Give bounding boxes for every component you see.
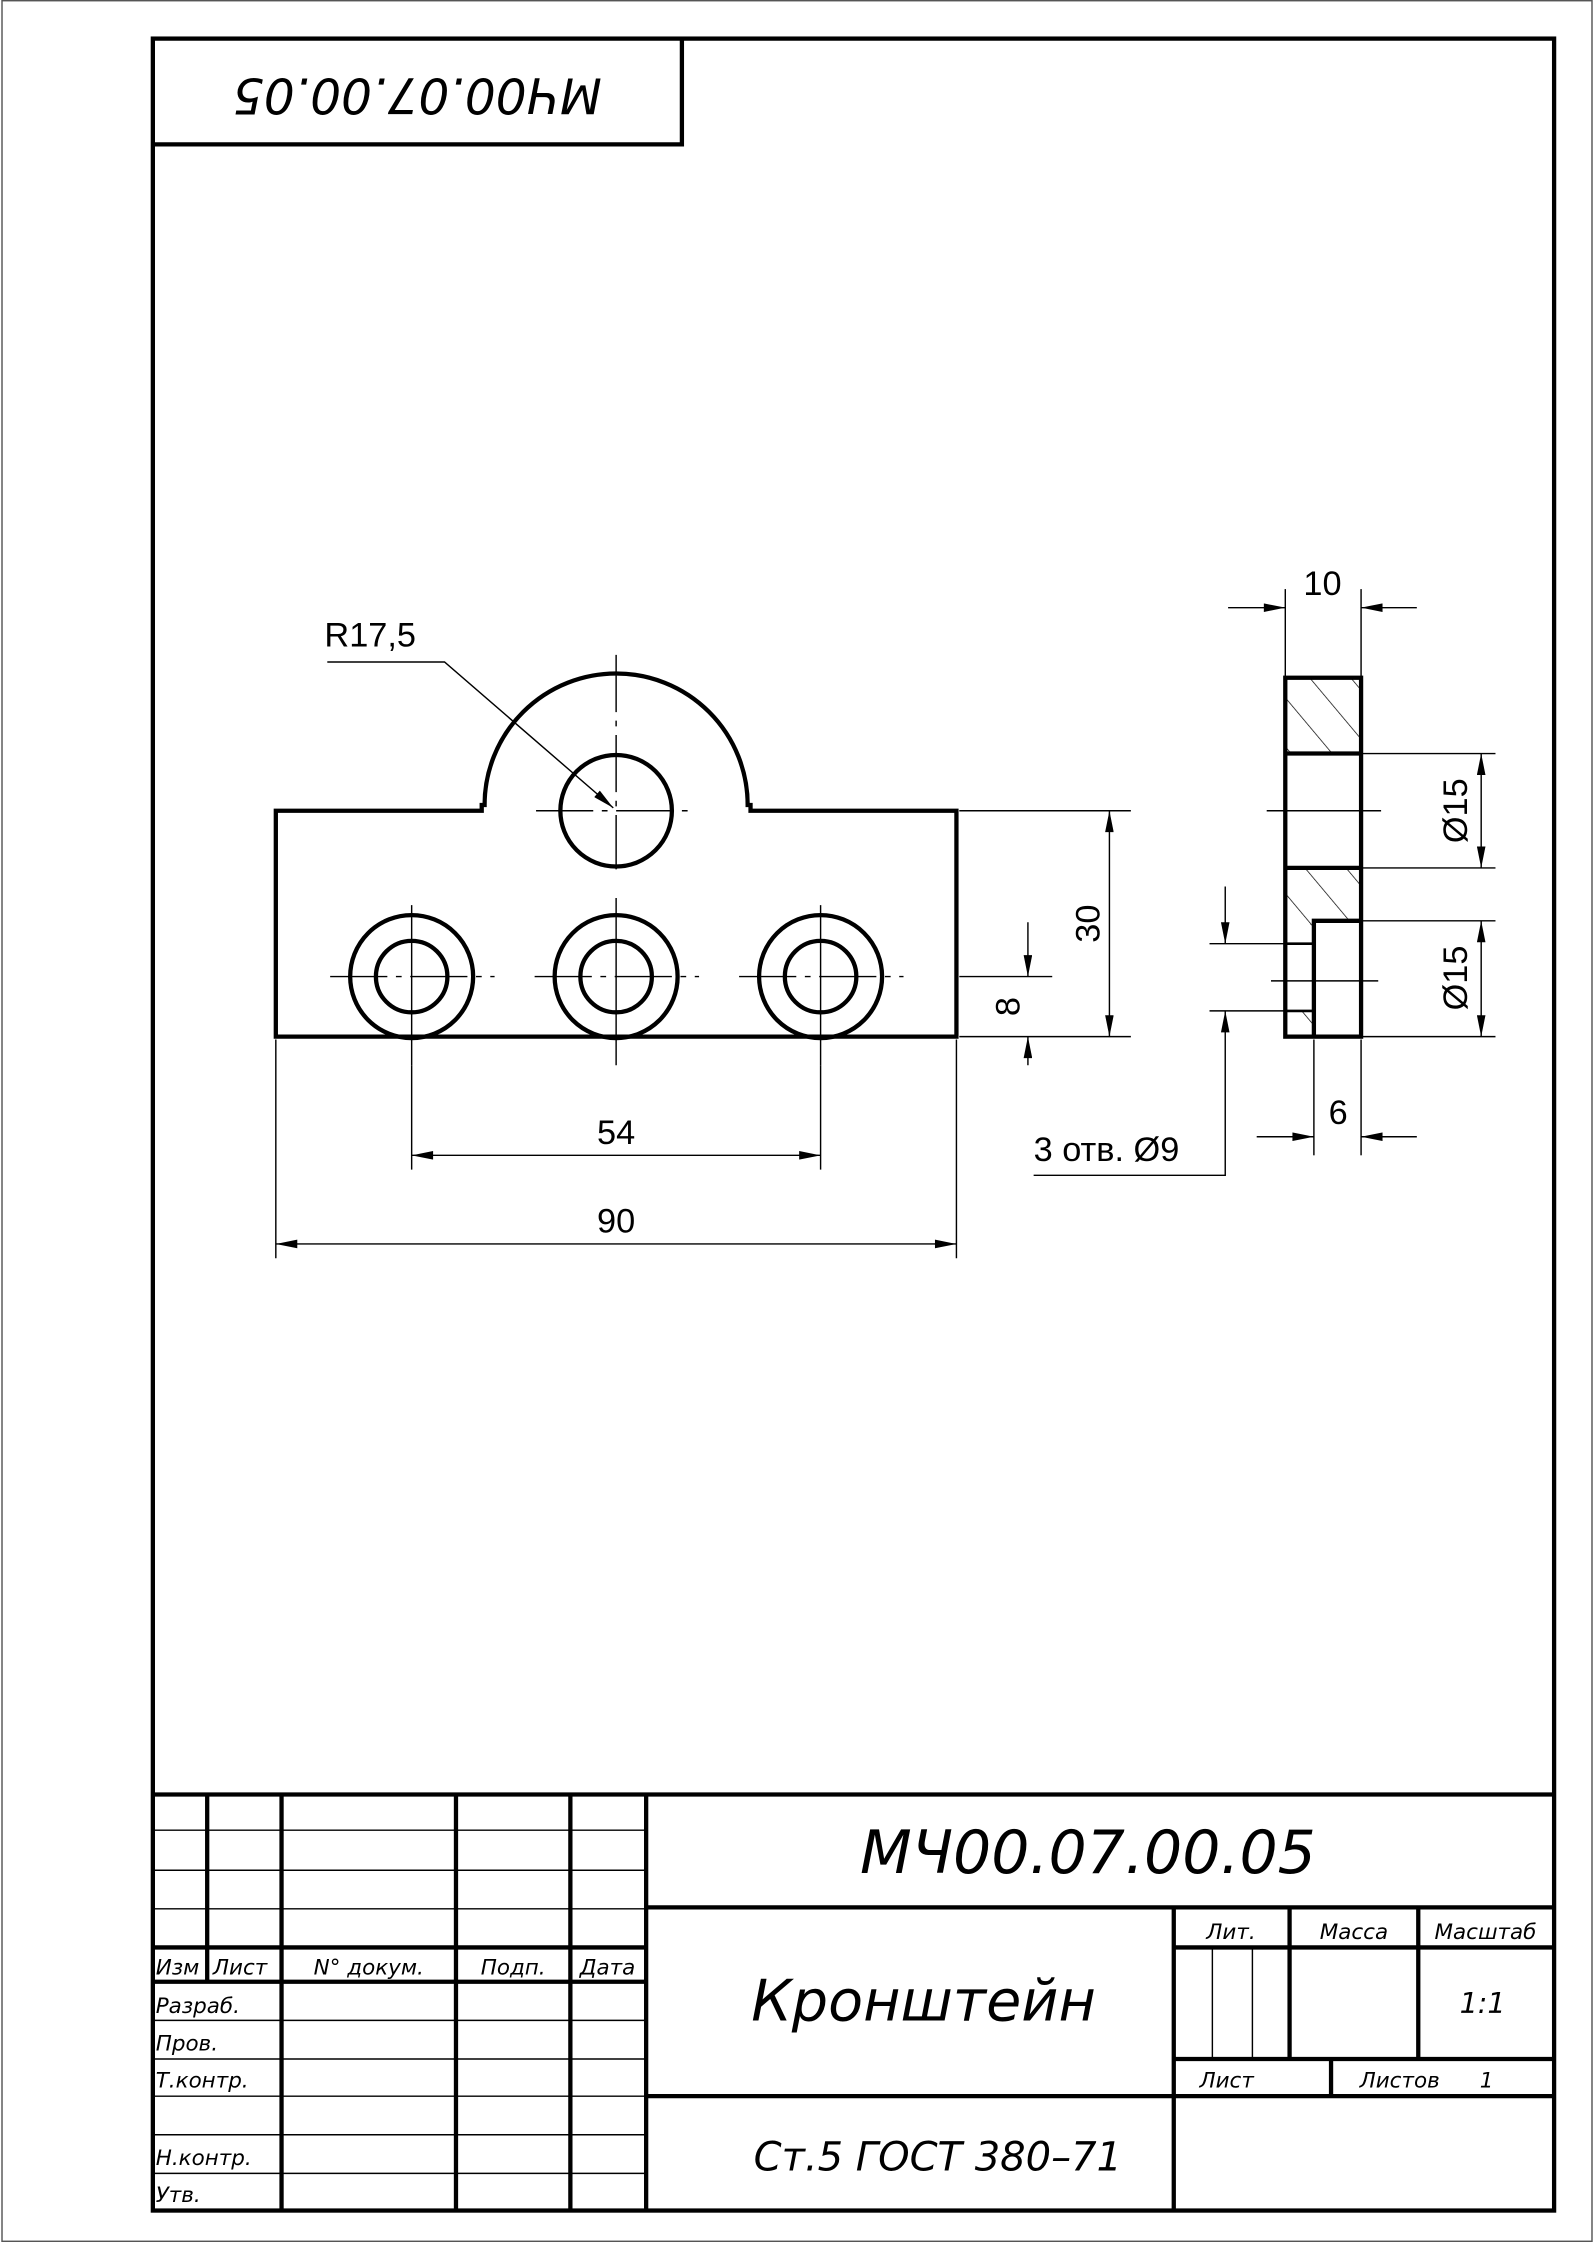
header-list: Лист — [212, 1956, 268, 1981]
sheets-value: 1 — [1480, 2069, 1494, 2094]
drawing-frame — [150, 36, 1557, 2213]
counterbore-depth-dimension: 6 — [1329, 1094, 1348, 1132]
stamp-code-mirrored: МЧ00.07.00.05 — [233, 67, 602, 123]
header-izm: Изм — [156, 1956, 200, 1981]
radius-dimension: R17,5 — [324, 616, 416, 654]
sheets-label: Листов — [1359, 2069, 1440, 2094]
thickness-dimension: 10 — [1303, 565, 1341, 603]
header-sign: Подп. — [481, 1956, 546, 1981]
sheet-label: Лист — [1199, 2069, 1255, 2094]
role-approved: Утв. — [156, 2183, 201, 2208]
counterbore-diameter-dimension: Ø15 — [1437, 946, 1475, 1011]
front-view: R17,5 30 8 54 90 — [273, 616, 1131, 1259]
mass-label: Масса — [1320, 1920, 1388, 1945]
top-stamp: МЧ00.07.00.05 — [152, 38, 685, 147]
header-doc-no: N° докум. — [314, 1956, 424, 1981]
hole-spacing-dimension: 54 — [597, 1114, 635, 1152]
scale-value: 1:1 — [1460, 1986, 1506, 2020]
bore-diameter-dimension: Ø15 — [1437, 778, 1475, 843]
role-checker: Пров. — [156, 2031, 218, 2056]
role-norm-control: Н.контр. — [156, 2146, 252, 2171]
height-dimension: 30 — [1069, 905, 1107, 943]
lit-label: Лит. — [1205, 1920, 1255, 1945]
part-name: Кронштейн — [751, 1968, 1096, 2034]
header-date: Дата — [579, 1956, 636, 1981]
holes-note: 3 отв. Ø9 — [1034, 1131, 1180, 1169]
material: Ст.5 ГОСТ 380–71 — [754, 2135, 1122, 2181]
designation: МЧ00.07.00.05 — [860, 1818, 1316, 1888]
offset-dimension: 8 — [989, 997, 1027, 1016]
length-dimension: 90 — [597, 1203, 635, 1241]
part-outline — [273, 671, 959, 1039]
centerlines — [330, 654, 904, 1066]
title-block: Изм Лист N° докум. Подп. Дата Разраб. Пр… — [152, 1792, 1555, 2211]
scale-label: Масштаб — [1435, 1920, 1537, 1945]
side-view: 10 Ø15 Ø15 6 3 отв. Ø9 — [1034, 565, 1496, 1177]
role-tech-control: Т.контр. — [156, 2069, 249, 2094]
role-developer: Разраб. — [156, 1994, 240, 2019]
